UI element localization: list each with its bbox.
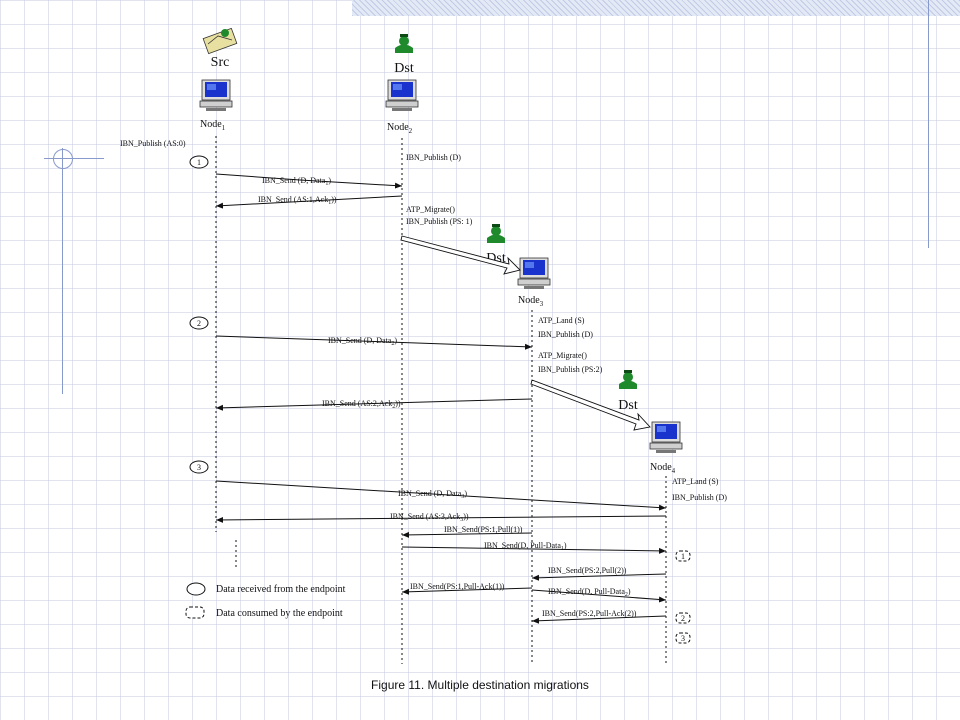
src-actor-icon xyxy=(202,27,238,55)
message-arrow xyxy=(531,589,667,603)
message-arrow xyxy=(215,480,667,511)
message-label: IBN_Send (D, Data1) xyxy=(262,176,331,187)
annotation-node4-land: ATP_Land (S) xyxy=(672,477,719,486)
message-arrow xyxy=(531,615,667,624)
message-arrow xyxy=(215,335,533,350)
legend-received-label: Data received from the endpoint xyxy=(216,584,346,595)
migration-arrow xyxy=(400,235,521,275)
step-marker xyxy=(189,316,209,330)
message-arrow xyxy=(215,515,667,523)
node4-label: Node4 xyxy=(650,462,676,475)
decor-line-right xyxy=(928,0,929,248)
computer-icon xyxy=(199,79,233,112)
message-label: IBN_Send(PS:1,Pull(1)) xyxy=(444,525,523,534)
dst-label-node4: Dst xyxy=(618,398,638,413)
message-label: IBN_Send(PS:2,Pull(2)) xyxy=(548,566,627,575)
step-number: 1 xyxy=(197,158,201,167)
legend-consumed-label: Data consumed by the endpoint xyxy=(216,608,343,619)
annotation-node3-publish-ps2: IBN_Publish (PS:2) xyxy=(538,365,603,374)
legend-received-marker xyxy=(186,582,206,596)
message-arrow xyxy=(215,398,533,411)
message-arrow xyxy=(531,573,667,581)
decor-line-left xyxy=(62,148,63,394)
message-label: IBN_Send (D, Data3) xyxy=(398,489,467,500)
annotation-node3-migrate: ATP_Migrate() xyxy=(538,351,587,360)
annotation-node1-publish: IBN_Publish (AS:0) xyxy=(120,139,186,148)
node1-label: Node1 xyxy=(200,119,226,132)
annotation-node2-publish-ps1: IBN_Publish (PS: 1) xyxy=(406,217,473,226)
message-arrow xyxy=(401,531,533,538)
message-label: IBN_Send(D, Pull-Data2) xyxy=(548,587,631,598)
node2-label: Node2 xyxy=(387,122,413,135)
step-number: 2 xyxy=(197,319,201,328)
dst-person-icon xyxy=(395,34,413,53)
annotation-node4-publish: IBN_Publish (D) xyxy=(672,493,727,502)
decor-circle xyxy=(53,149,73,169)
message-label: IBN_Send(PS:1,Pull-Ack(1)) xyxy=(410,582,505,591)
dst-label-node2: Dst xyxy=(394,61,414,76)
consumed-marker xyxy=(675,632,691,644)
header-band xyxy=(352,0,960,16)
annotation-node2-migrate: ATP_Migrate() xyxy=(406,205,455,214)
dst-person-icon xyxy=(487,224,505,243)
legend-consumed-marker xyxy=(185,606,205,619)
step-marker xyxy=(189,460,209,474)
node3-label: Node3 xyxy=(518,295,544,308)
computer-icon xyxy=(649,421,683,454)
annotation-node3-publish: IBN_Publish (D) xyxy=(538,330,593,339)
consumed-number: 1 xyxy=(681,552,685,561)
migration-arrow xyxy=(530,379,651,431)
step-number: 3 xyxy=(197,463,201,472)
message-label: IBN_Send(PS:2,Pull-Ack(2)) xyxy=(542,609,637,618)
figure-caption: Figure 11. Multiple destination migratio… xyxy=(371,678,589,692)
step-marker xyxy=(189,155,209,169)
annotation-node3-land: ATP_Land (S) xyxy=(538,316,585,325)
consumed-number: 2 xyxy=(681,614,685,623)
message-label: IBN_Send (D, Data2) xyxy=(328,336,397,347)
message-label: IBN_Send(D, Pull-Data1) xyxy=(484,541,567,552)
annotation-node2-publish: IBN_Publish (D) xyxy=(406,153,461,162)
message-label: IBN_Send (AS:1,Ack1)) xyxy=(258,195,337,206)
message-arrow xyxy=(401,546,667,554)
message-arrow xyxy=(215,173,403,189)
consumed-number: 3 xyxy=(681,634,685,643)
computer-icon xyxy=(517,257,551,290)
message-label: IBN_Send (AS:2,Ack2)) xyxy=(322,399,401,410)
computer-icon xyxy=(385,79,419,112)
decor-line-horizontal xyxy=(44,158,104,159)
message-arrow xyxy=(215,195,403,209)
dst-person-icon xyxy=(619,370,637,389)
consumed-marker xyxy=(675,612,691,624)
message-label: IBN_Send (AS:3,Ack3)) xyxy=(390,512,469,523)
message-arrow xyxy=(401,587,533,595)
consumed-marker xyxy=(675,550,691,562)
src-label: Src xyxy=(211,55,230,70)
